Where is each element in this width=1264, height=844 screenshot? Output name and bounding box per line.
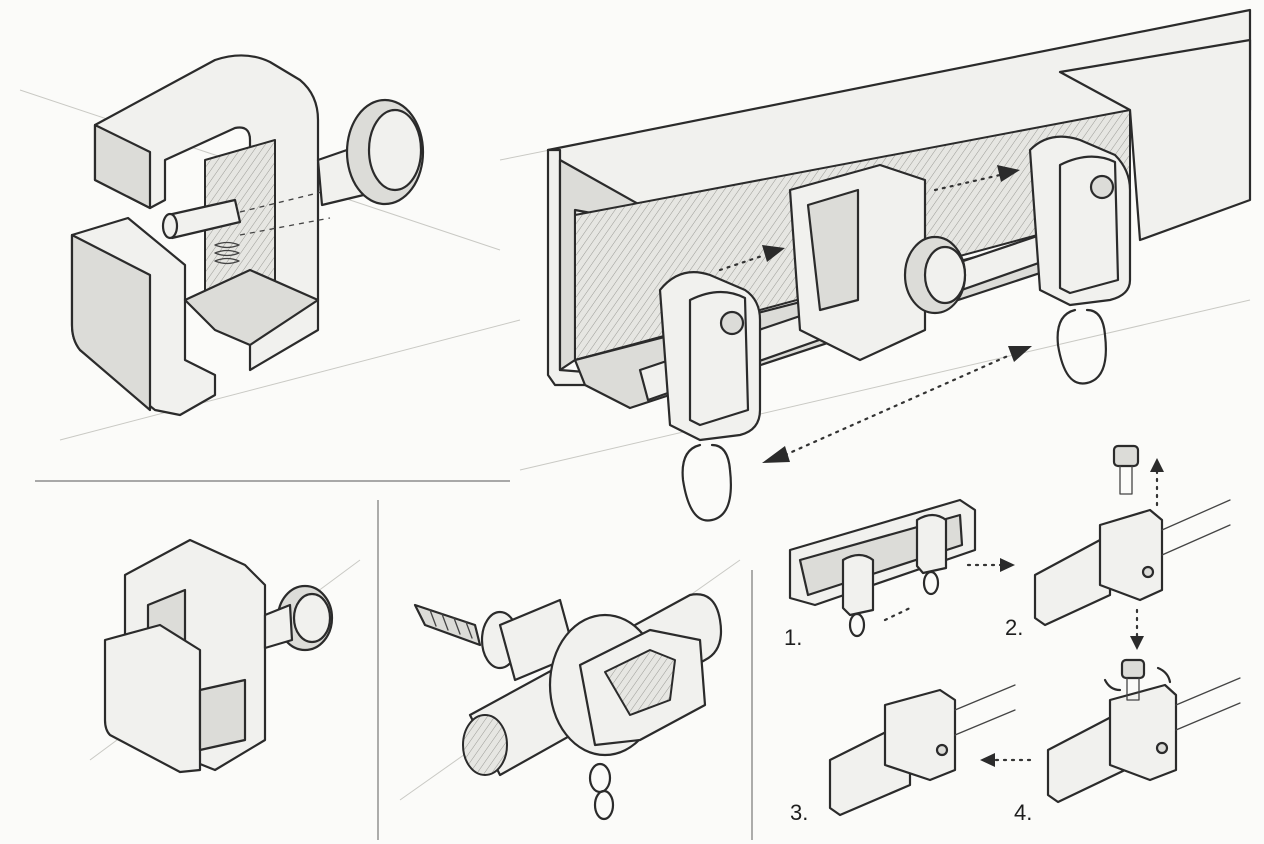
- step-2-to-4-arrow-head: [1130, 636, 1144, 650]
- step-2-screw-shaft: [1119, 465, 1133, 495]
- assembled-clamp-screw: [263, 603, 294, 650]
- step-label-1: 1.: [784, 625, 802, 650]
- step-label-3: 3.: [790, 800, 808, 825]
- step-2-screw-head: [1112, 444, 1140, 468]
- installation-steps: 1. 2. 3. 4.: [784, 444, 1241, 825]
- clamp-pin-tip: [161, 212, 179, 240]
- motion-arrow-right-head: [997, 165, 1020, 182]
- step-4-illustration: [980, 658, 1241, 804]
- step-4-block: [1108, 683, 1178, 782]
- step-4-hole: [1155, 741, 1169, 755]
- rod-sleeve-opening: [604, 649, 676, 716]
- step-3-rod-lower: [954, 709, 1016, 736]
- clamp-upper-jaw-face: [93, 123, 152, 210]
- motion-arrow-left-head: [762, 245, 785, 262]
- step-3-hole: [935, 743, 949, 757]
- assembled-clamp-view: [103, 538, 334, 774]
- right-glider-plate: [1058, 155, 1120, 295]
- assembled-clamp-knob-face: [292, 592, 332, 644]
- screw-thread-lines: [429, 609, 473, 639]
- clamp-spring: [214, 241, 240, 265]
- step-2-block: [1098, 508, 1164, 602]
- step-4-to-3-arrow-head: [980, 753, 995, 767]
- step-1-hook-right: [922, 570, 940, 596]
- exploded-clamp-view: [70, 54, 425, 417]
- thumb-screw-knob-face: [367, 108, 423, 192]
- step-1-arrow: [883, 606, 912, 622]
- step-3-rod-upper: [954, 684, 1016, 711]
- rod-end-cut: [462, 714, 508, 776]
- center-block-knob-face: [923, 245, 967, 305]
- slide-double-arrow-line: [783, 353, 1012, 457]
- right-glider-hole: [1089, 174, 1115, 200]
- ring-hook: [593, 789, 615, 821]
- left-glider-hole: [719, 310, 745, 336]
- ring-loop: [588, 762, 612, 794]
- step-1-hook-left: [848, 612, 866, 638]
- step-4-rod-lower: [1175, 702, 1241, 731]
- left-glider-plate: [688, 290, 750, 427]
- step-3-block: [883, 688, 957, 782]
- slide-double-arrow-head-right: [1008, 346, 1032, 362]
- step-4-rod-upper: [1175, 677, 1241, 706]
- rod-ring-view: [413, 593, 723, 821]
- step-4-rotate-arrow-right: [1156, 666, 1172, 684]
- step-4-screw-shaft: [1126, 677, 1140, 701]
- step-2-channel: [1033, 538, 1112, 627]
- rail-side-body: [1058, 38, 1252, 242]
- slide-double-arrow-head-left: [762, 446, 790, 463]
- step-label-4: 4.: [1014, 800, 1032, 825]
- step-2-rod-upper: [1161, 499, 1231, 531]
- step-4-rotate-arrow-left: [1103, 678, 1122, 692]
- step-2-hole: [1141, 565, 1155, 579]
- assembled-clamp-slot: [198, 678, 247, 752]
- panel-dividers: [35, 480, 753, 840]
- step-1-to-2-arrow-head: [1000, 558, 1015, 572]
- rail-assembly-view: [546, 8, 1252, 522]
- step-2-illustration: [1033, 444, 1231, 650]
- screw-thread: [413, 603, 482, 647]
- motion-arrow-left-line: [718, 253, 767, 272]
- clamp-lower-channel: [183, 268, 320, 347]
- step-4-screw-head: [1120, 658, 1146, 680]
- right-glider-hook: [1056, 308, 1107, 385]
- step-2-rod-lower: [1161, 524, 1231, 556]
- step-3-illustration: [828, 684, 1016, 817]
- step-label-2: 2.: [1005, 615, 1023, 640]
- step-1-illustration: [788, 498, 1015, 638]
- center-block-window: [806, 188, 860, 312]
- left-glider-hook: [681, 443, 732, 522]
- step-1-glider-left: [841, 553, 875, 617]
- motion-arrow-right-line: [933, 173, 1002, 192]
- assembled-clamp-front: [103, 623, 202, 774]
- step-2-lift-arrow-head: [1150, 458, 1164, 472]
- clamp-lower-jaw-face: [70, 233, 152, 412]
- step-1-glider-right: [915, 513, 948, 575]
